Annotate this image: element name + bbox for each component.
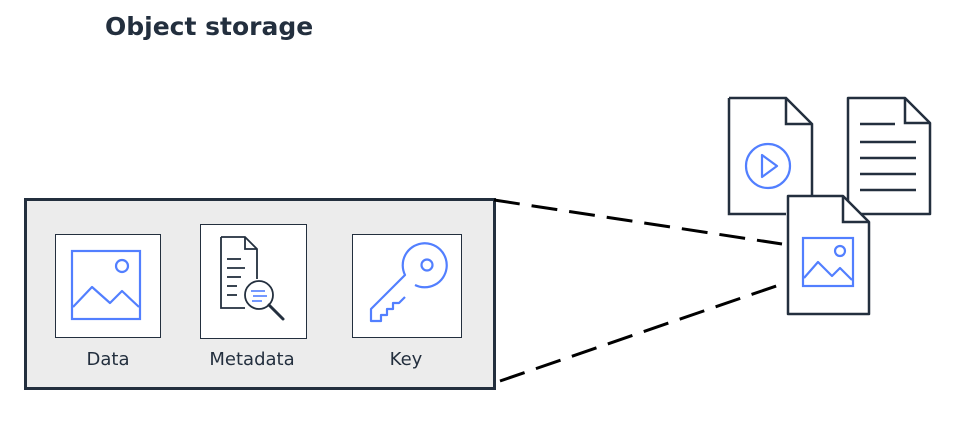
key-icon [369, 242, 448, 323]
metadata-label: Metadata [209, 349, 295, 370]
key-tile [352, 234, 462, 338]
data-tile [55, 234, 161, 338]
metadata-tile [200, 224, 307, 339]
document-search-icon [220, 236, 285, 321]
diagram-title: Object storage [105, 12, 314, 41]
data-label: Data [86, 349, 130, 370]
image-icon [70, 249, 142, 321]
key-label: Key [389, 349, 423, 370]
